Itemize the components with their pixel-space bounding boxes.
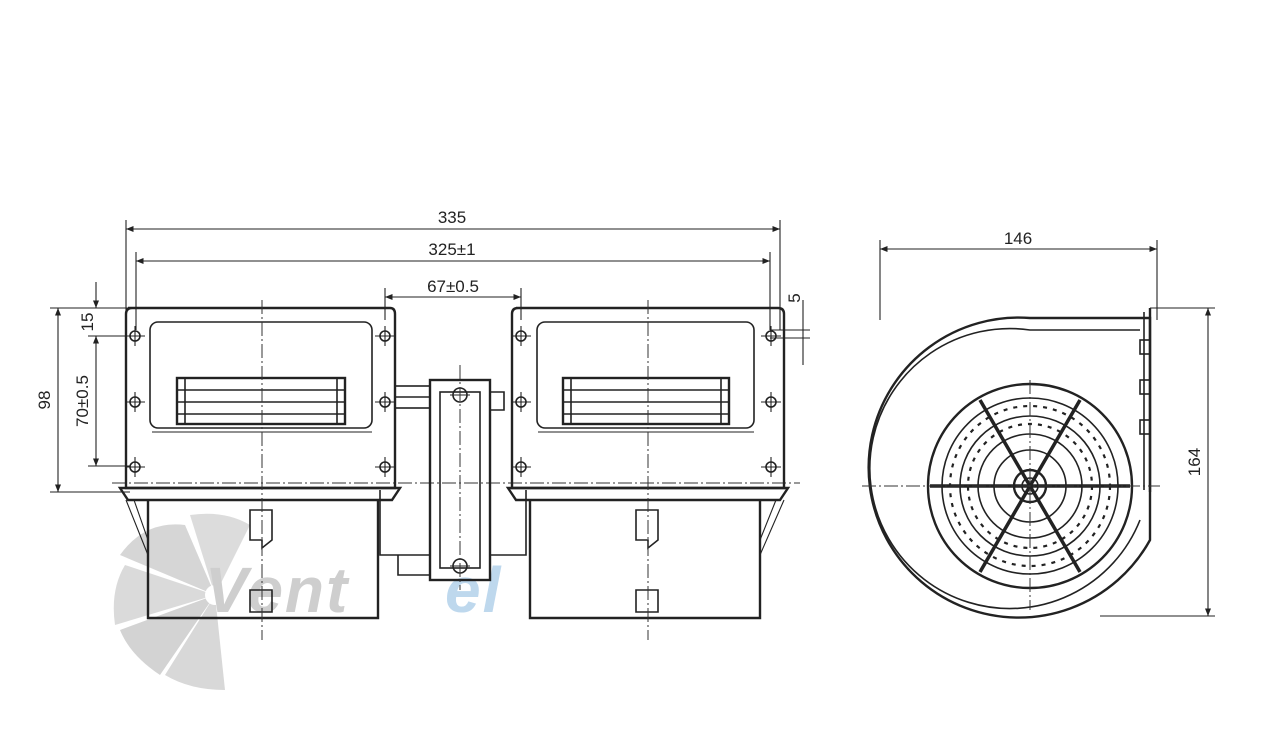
- left-outlet-grille: [175, 376, 347, 426]
- dim-center-spacing: 67±0.5: [427, 277, 479, 296]
- fan-logo-icon: [113, 513, 250, 690]
- dim-height-front: 98: [35, 391, 54, 410]
- left-blower-housing: [117, 300, 403, 640]
- dim-flange-offset: 5: [785, 293, 804, 302]
- mounting-bolt-icons: [125, 326, 781, 477]
- dim-top-offset: 15: [78, 313, 97, 332]
- center-motor: [379, 365, 527, 590]
- dim-side-height: 164: [1185, 448, 1204, 476]
- right-blower-housing: [505, 300, 791, 640]
- dim-side-depth: 146: [1004, 229, 1032, 248]
- watermark-brand-part1: Vent: [205, 554, 350, 626]
- dim-overall-width: 335: [438, 208, 466, 227]
- dim-mount-width: 325±1: [428, 240, 475, 259]
- ventel-watermark-logo: Vent el: [113, 513, 500, 690]
- side-view: 146 164: [862, 229, 1215, 619]
- front-view: 335 325±1 67±0.5 5 98 70±0.5 15: [35, 208, 810, 640]
- dim-hole-spacing: 70±0.5: [73, 375, 92, 427]
- right-outlet-grille: [561, 376, 731, 426]
